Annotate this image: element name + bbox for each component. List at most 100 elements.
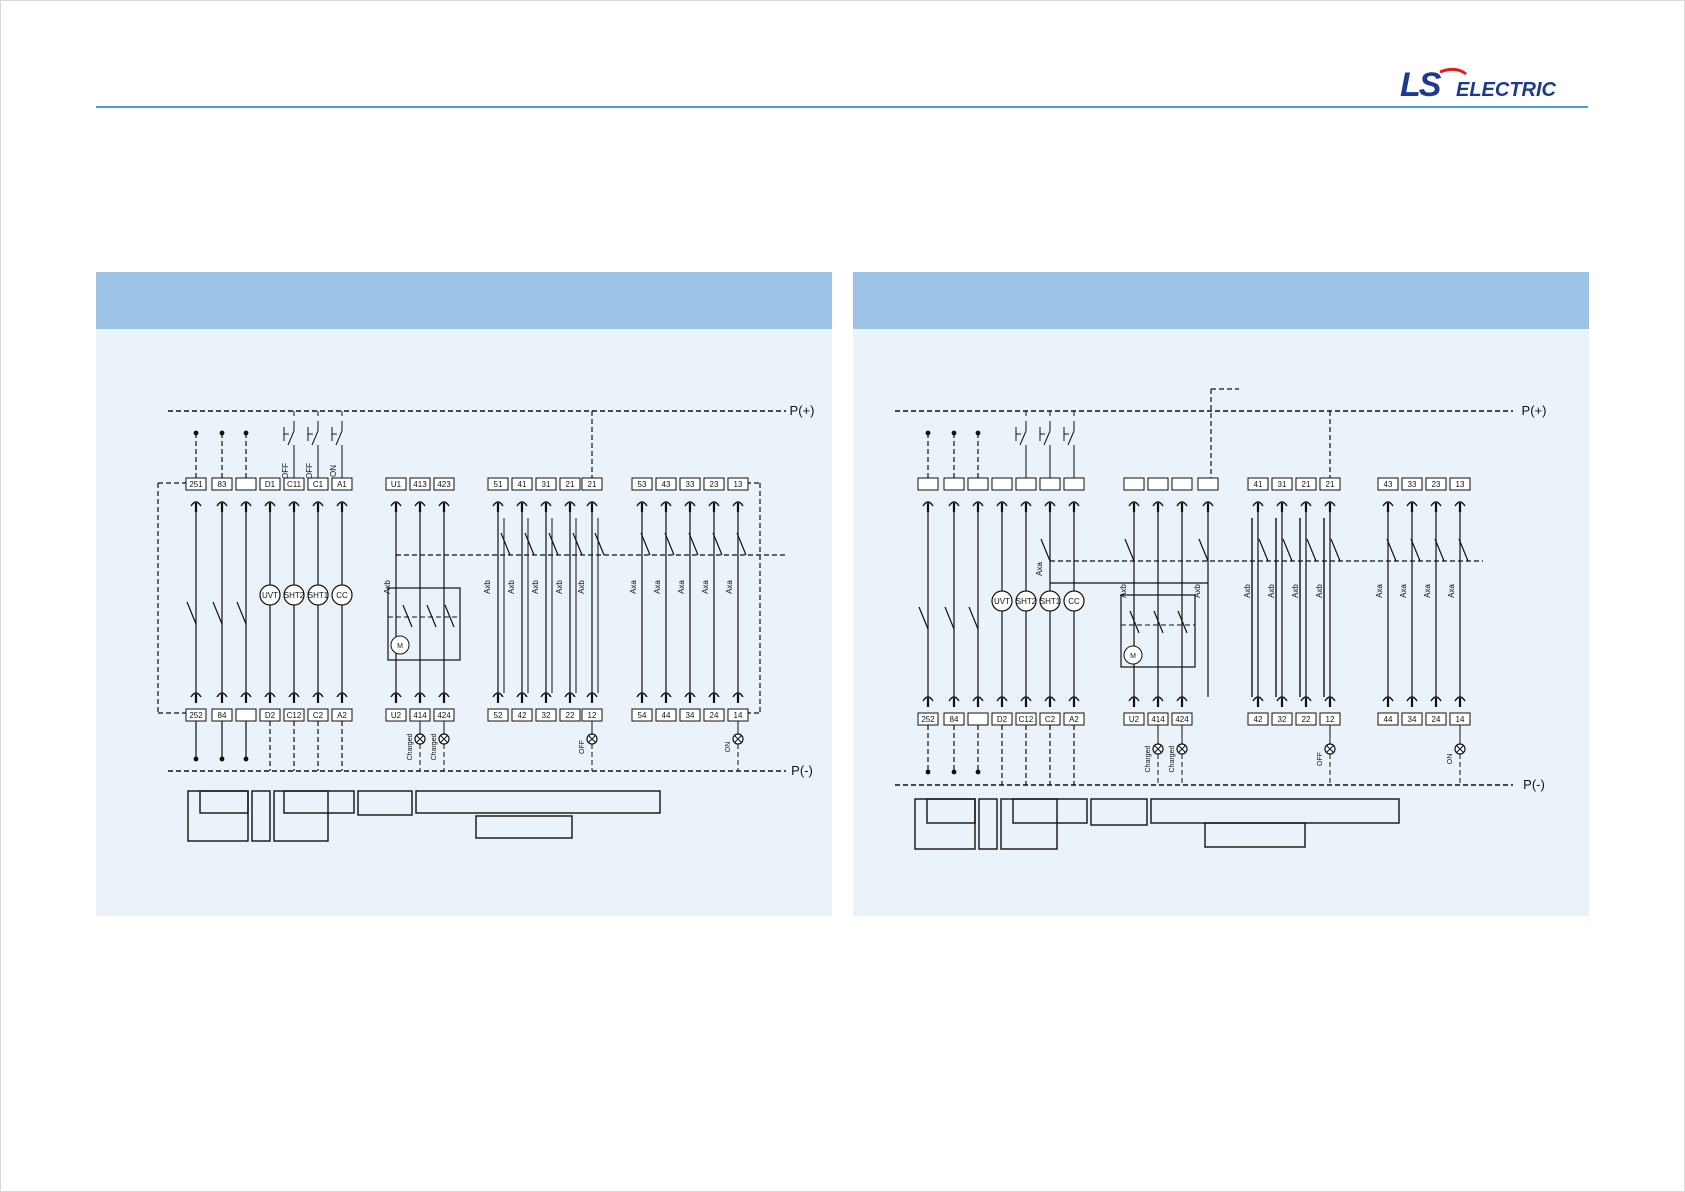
coil-label: SHT2 — [1016, 597, 1037, 606]
connector-icon — [1324, 501, 1336, 507]
header-rule — [96, 106, 1588, 108]
axb-label: Axb — [555, 580, 564, 594]
axb-label: Axb — [1315, 584, 1324, 598]
top-terminal — [1063, 477, 1085, 491]
terminal-label: 21 — [588, 480, 597, 489]
top-terminal — [967, 477, 989, 491]
connector-icon — [438, 501, 450, 507]
connector-icon — [264, 501, 276, 507]
terminal-label: C2 — [313, 711, 324, 720]
contact-switch — [1458, 538, 1469, 562]
lamp-cross — [734, 735, 742, 743]
bottom-terminal — [1377, 712, 1399, 726]
axa-label: Axa — [725, 580, 734, 594]
terminal-label: 31 — [542, 480, 551, 489]
contact-switch — [1129, 610, 1140, 634]
terminal-label: 23 — [1432, 480, 1441, 489]
connector-icon — [1044, 696, 1056, 702]
axa-label: Axa — [1447, 584, 1456, 598]
legend-box — [475, 815, 573, 839]
connector-icon — [1044, 501, 1056, 507]
terminal-label: 24 — [710, 711, 719, 720]
lamp-cross — [1154, 745, 1162, 753]
legend-box — [1090, 798, 1148, 826]
contact-switch — [548, 532, 559, 556]
terminal-label: 13 — [1456, 480, 1465, 489]
terminal-label: A2 — [337, 711, 347, 720]
terminal-label: 21 — [1302, 480, 1311, 489]
connector-icon — [540, 501, 552, 507]
coil-icon — [1039, 590, 1061, 612]
contact-switch — [918, 606, 929, 630]
top-terminal — [511, 477, 533, 491]
terminal-label: A1 — [337, 480, 347, 489]
bottom-terminal — [1123, 712, 1145, 726]
terminal-dot — [975, 769, 981, 775]
legend-box — [914, 798, 976, 850]
axa-label: Axa — [701, 580, 710, 594]
contact-switch — [1153, 610, 1164, 634]
connector-icon — [336, 501, 348, 507]
contact-switch — [712, 532, 723, 556]
terminal-label: 424 — [1175, 715, 1189, 724]
contact-switch — [1306, 538, 1317, 562]
connector-icon — [1406, 696, 1418, 702]
terminal-label: 14 — [1456, 715, 1465, 724]
contact-switch — [1386, 538, 1397, 562]
axb-label: Axb — [531, 580, 540, 594]
contact-switch — [944, 606, 955, 630]
legend-box — [926, 798, 976, 824]
terminal-dot — [951, 769, 957, 775]
coil-icon — [1015, 590, 1037, 612]
top-terminal — [487, 477, 509, 491]
top-terminal — [631, 477, 653, 491]
axb-label: Axb — [577, 580, 586, 594]
top-terminal — [679, 477, 701, 491]
contact-switch — [524, 532, 535, 556]
legend-box — [978, 798, 998, 850]
connector-icon — [312, 501, 324, 507]
lamp-label: Charged — [1169, 745, 1176, 772]
connector-icon — [1068, 696, 1080, 702]
bottom-terminal — [1401, 712, 1423, 726]
lamp-label: ON — [725, 742, 732, 753]
top-terminal — [409, 477, 431, 491]
terminal-label: C12 — [1019, 715, 1034, 724]
top-terminal — [1039, 477, 1061, 491]
ls-electric-logo: LS ELECTRIC — [1400, 66, 1557, 102]
connector-icon — [1152, 696, 1164, 702]
lamp-label: ON — [1447, 754, 1454, 765]
top-terminal — [1123, 477, 1145, 491]
top-terminal — [917, 477, 939, 491]
terminal-label: D2 — [997, 715, 1008, 724]
connector-icon — [1324, 696, 1336, 702]
terminal-label: U2 — [391, 711, 402, 720]
connector-icon — [1406, 501, 1418, 507]
connector-icon — [948, 696, 960, 702]
contact-switch — [1434, 538, 1445, 562]
p-plus-label: P(+) — [1522, 403, 1547, 418]
axa-label: Axa — [677, 580, 686, 594]
terminal-label: 33 — [686, 480, 695, 489]
top-terminal — [655, 477, 677, 491]
lamp-label: Charged — [1145, 745, 1152, 772]
connector-icon — [586, 501, 598, 507]
legend-box — [415, 790, 661, 814]
contact-switch — [1282, 538, 1293, 562]
coil-label: SHT2 — [284, 591, 305, 600]
bottom-terminal — [487, 708, 509, 722]
contact-switch — [1198, 538, 1209, 562]
connector-icon — [492, 501, 504, 507]
top-terminal — [1247, 477, 1269, 491]
terminal-label: A2 — [1069, 715, 1079, 724]
terminal-label: 251 — [189, 480, 203, 489]
terminal-label: 23 — [710, 480, 719, 489]
axb-label: Axb — [1267, 584, 1276, 598]
connector-icon — [1020, 696, 1032, 702]
connector-icon — [288, 501, 300, 507]
top-terminal — [991, 477, 1013, 491]
top-terminal — [559, 477, 581, 491]
terminal-label: 414 — [413, 711, 427, 720]
legend-box — [251, 790, 271, 842]
lamp-cross — [1178, 745, 1186, 753]
